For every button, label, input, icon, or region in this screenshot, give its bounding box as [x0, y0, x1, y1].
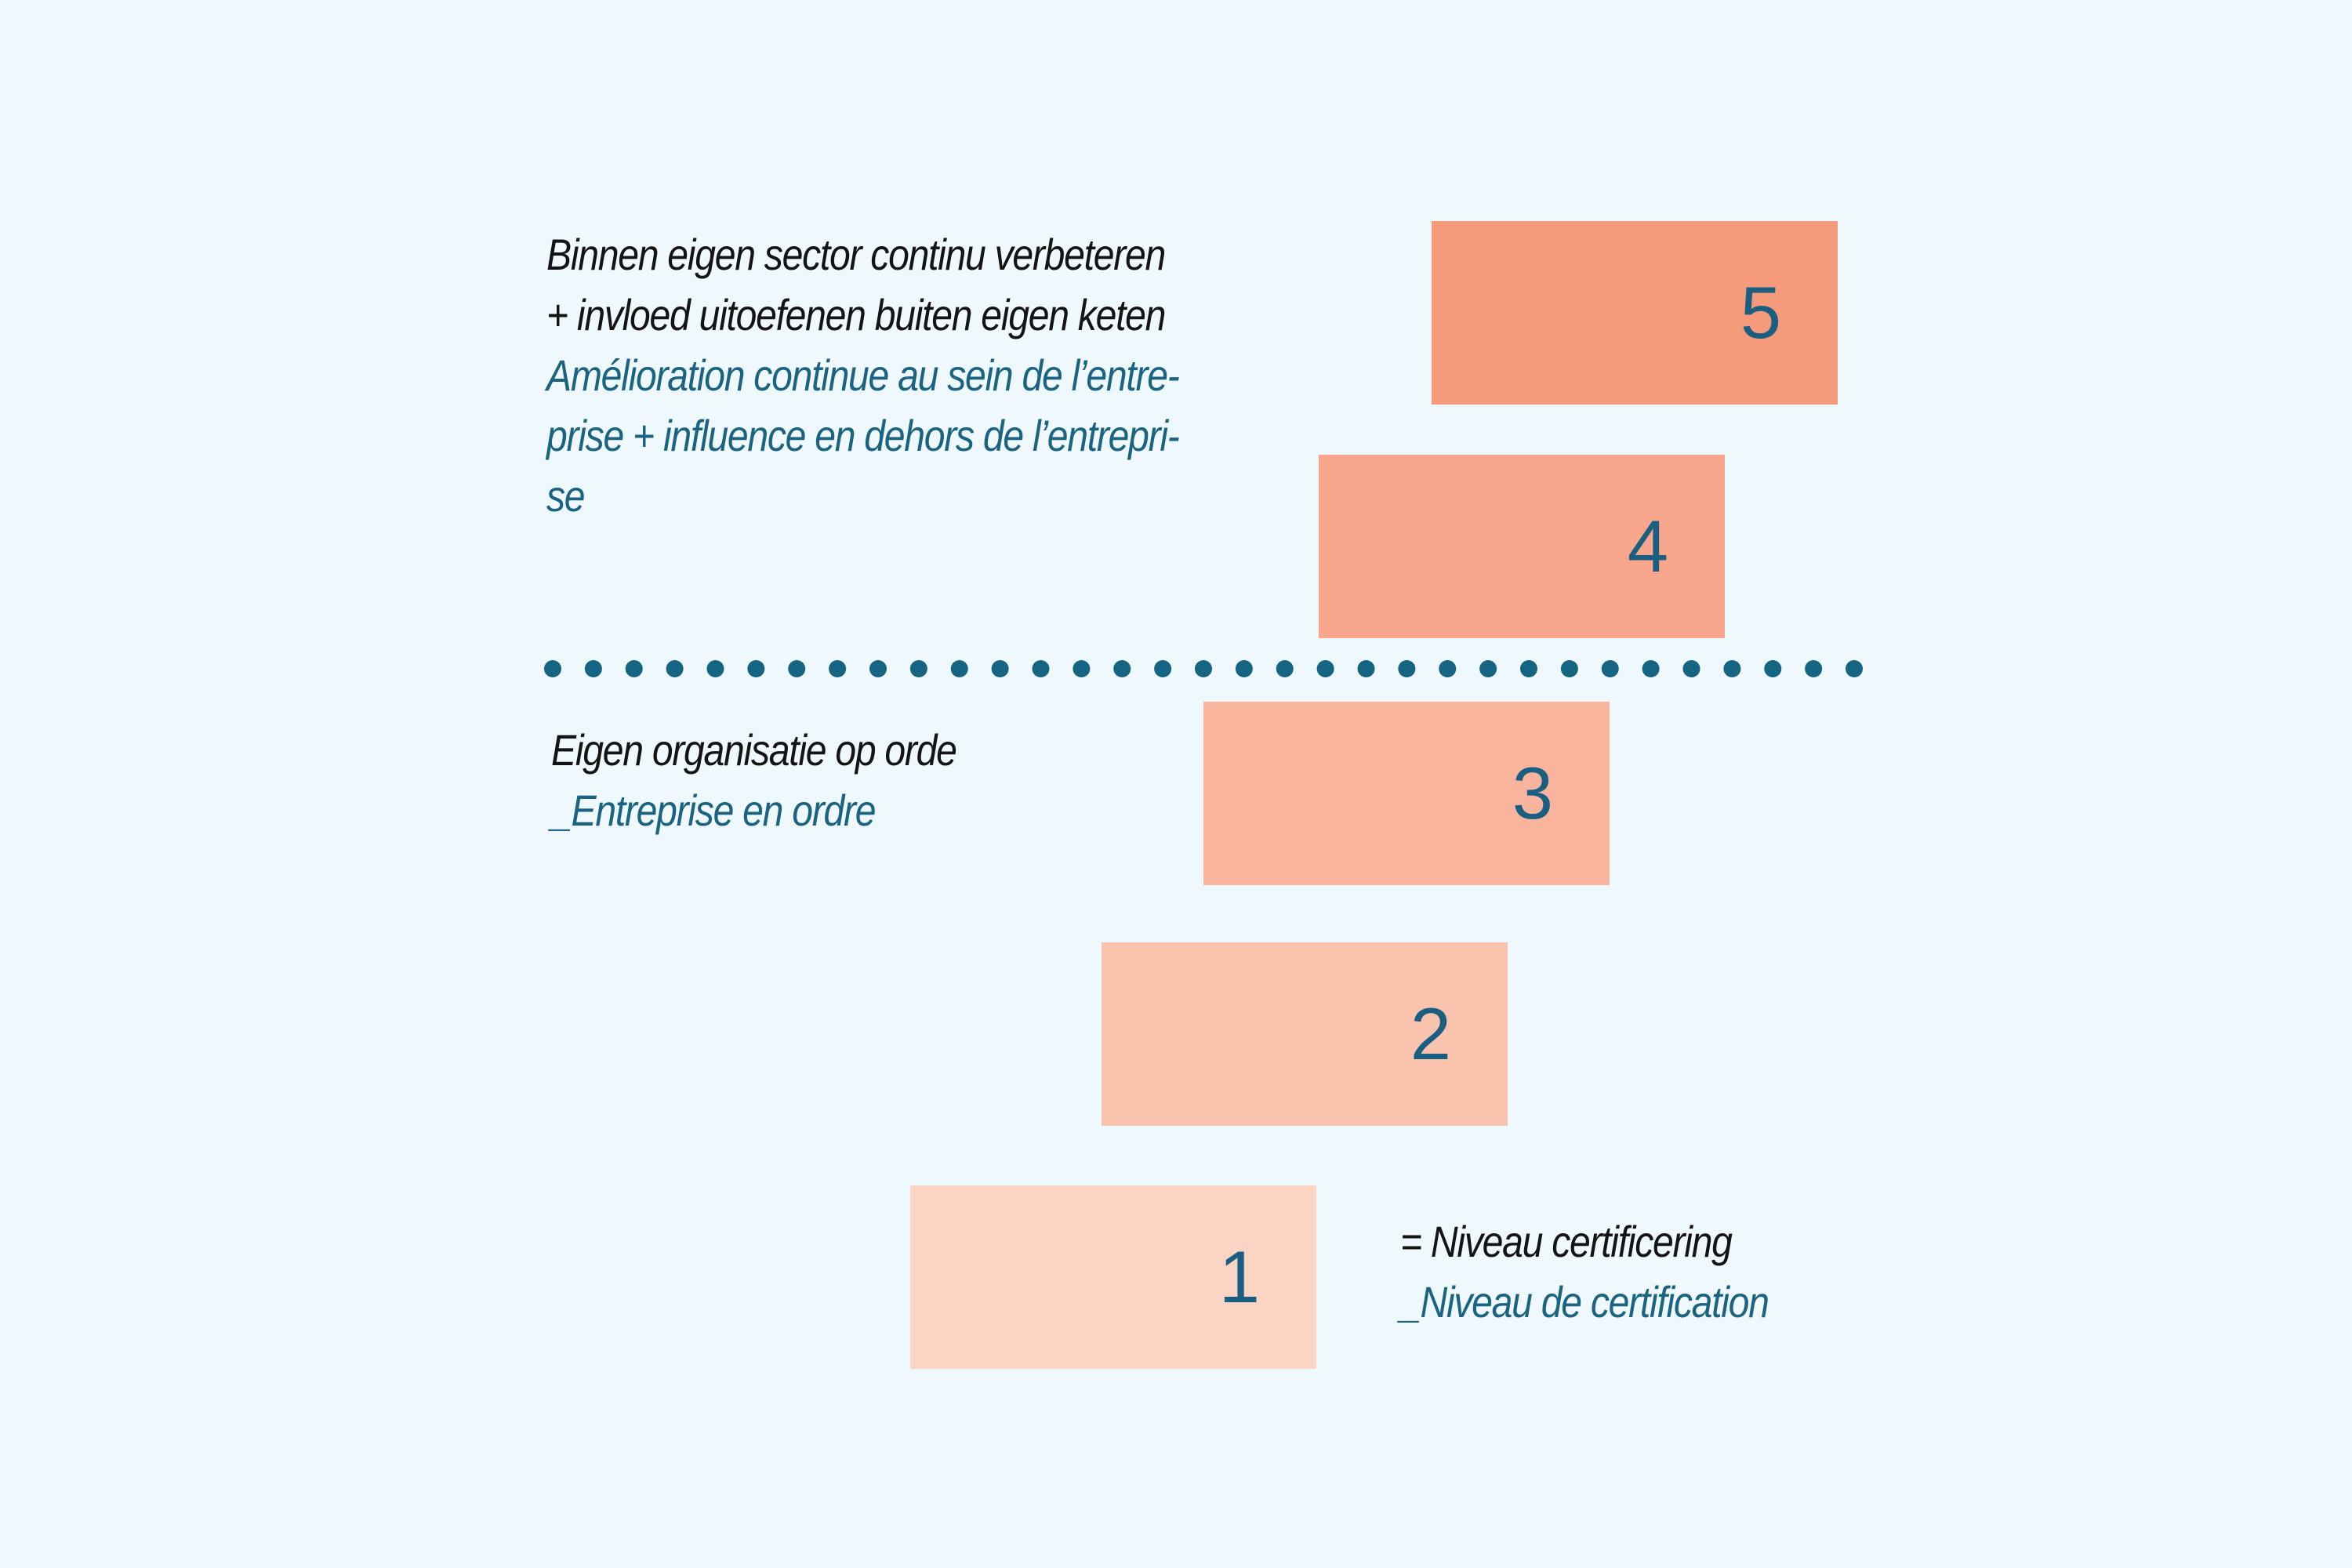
lower-nl-line: Eigen organisatie op orde: [551, 725, 957, 775]
divider-dot: [706, 660, 724, 677]
divider-dot: [950, 660, 968, 677]
divider-dot: [1560, 660, 1578, 677]
divider-dot: [991, 660, 1009, 677]
certification-level-note: = Niveau certificering _Niveau de certif…: [1400, 1211, 1769, 1332]
level-2-number: 2: [1410, 993, 1451, 1075]
lower-fr-line: _Entreprise en ordre: [551, 786, 877, 835]
level-3-box: 3: [1203, 702, 1610, 885]
divider-dot: [1357, 660, 1375, 677]
upper-nl-line-1: Binnen eigen sector continu verbeteren: [546, 230, 1166, 279]
divider-dot: [829, 660, 847, 677]
divider-dot: [1642, 660, 1660, 677]
divider-dot: [544, 660, 561, 677]
lower-levels-description: Eigen organisatie op orde _Entreprise en…: [551, 720, 957, 840]
upper-nl-line-2: + invloed uitoefenen buiten eigen keten: [546, 290, 1166, 339]
level-1-number: 1: [1218, 1236, 1260, 1318]
divider-dot: [1764, 660, 1782, 677]
divider-dot: [1723, 660, 1741, 677]
divider-dot: [1682, 660, 1700, 677]
level-4-box: 4: [1319, 455, 1725, 638]
divider-dot: [1032, 660, 1050, 677]
level-5-box: 5: [1432, 221, 1838, 405]
divider-dot: [666, 660, 684, 677]
divider-dot: [1316, 660, 1334, 677]
level-3-number: 3: [1512, 752, 1553, 834]
divider-dot: [1479, 660, 1497, 677]
divider-dot: [909, 660, 927, 677]
divider-dot: [1113, 660, 1131, 677]
level-5-number: 5: [1740, 271, 1781, 354]
level-1-box: 1: [910, 1185, 1316, 1369]
cert-nl-line: = Niveau certificering: [1400, 1217, 1733, 1266]
divider-dot: [869, 660, 887, 677]
divider-dot: [1073, 660, 1091, 677]
divider-dot: [1601, 660, 1619, 677]
cert-fr-line: _Niveau de certification: [1400, 1277, 1769, 1327]
divider-dot: [1195, 660, 1212, 677]
divider-dot: [625, 660, 643, 677]
upper-levels-description: Binnen eigen sector continu verbeteren +…: [546, 224, 1180, 526]
divider-dot: [1235, 660, 1253, 677]
upper-fr-line-3: se: [546, 471, 586, 521]
divider-dot: [747, 660, 765, 677]
divider-dot: [788, 660, 806, 677]
divider-dot: [1398, 660, 1416, 677]
dotted-divider: [544, 660, 1863, 677]
divider-dot: [1805, 660, 1823, 677]
upper-fr-line-2: prise + influence en dehors de l’entrepr…: [546, 411, 1180, 460]
level-2-box: 2: [1102, 942, 1508, 1126]
divider-dot: [1439, 660, 1457, 677]
divider-dot: [1846, 660, 1863, 677]
upper-fr-line-1: Amélioration continue au sein de l’entre…: [546, 350, 1180, 400]
divider-dot: [584, 660, 602, 677]
divider-dot: [1276, 660, 1294, 677]
divider-dot: [1520, 660, 1537, 677]
divider-dot: [1154, 660, 1172, 677]
level-4-number: 4: [1627, 505, 1668, 587]
